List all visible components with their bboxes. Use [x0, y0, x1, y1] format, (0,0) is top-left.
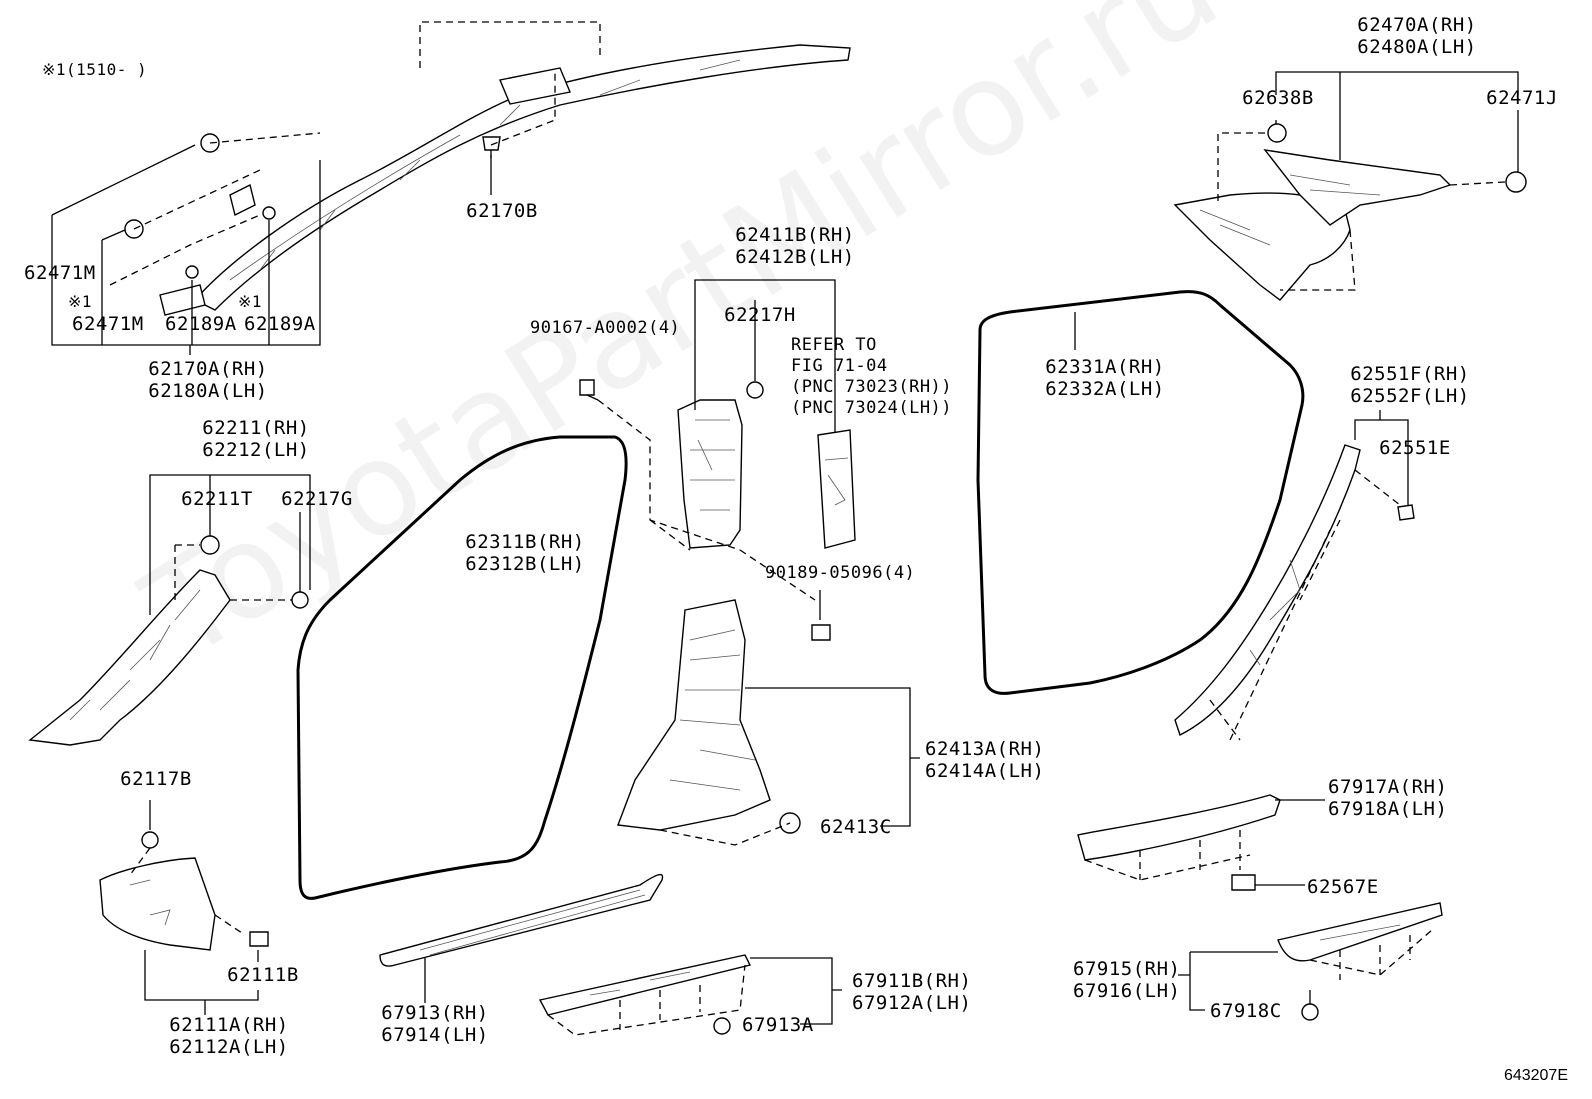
label-62552f[interactable]: 62552F(LH): [1350, 385, 1470, 407]
label-62217g[interactable]: 62217G: [281, 488, 353, 510]
label-62551e[interactable]: 62551E: [1379, 437, 1451, 459]
label-90189[interactable]: 90189-05096(4): [765, 563, 916, 583]
label-62413c[interactable]: 62413C: [820, 816, 892, 838]
center-pillar-lower-garnish[interactable]: [617, 599, 831, 834]
label-67916[interactable]: 67916(LH): [1073, 980, 1181, 1002]
rear-scuff-plate-outer[interactable]: [1277, 902, 1443, 962]
belt-anchor-cover[interactable]: [817, 429, 856, 549]
front-door-weatherstrip[interactable]: [296, 435, 628, 900]
label-67913[interactable]: 67913(RH): [381, 1002, 489, 1024]
label-62189a-a[interactable]: 62189A: [165, 313, 237, 335]
label-67917a[interactable]: 67917A(RH): [1328, 776, 1448, 798]
label-62471j[interactable]: 62471J: [1486, 87, 1558, 109]
label-62551f[interactable]: 62551F(RH): [1350, 363, 1470, 385]
cowl-side-trim[interactable]: [99, 831, 269, 951]
label-67918a[interactable]: 67918A(LH): [1328, 798, 1448, 820]
label-67915[interactable]: 67915(RH): [1073, 958, 1181, 980]
label-62471m-b[interactable]: 62471M: [72, 313, 144, 335]
label-62180a[interactable]: 62180A(LH): [148, 380, 268, 402]
refer-line-2[interactable]: FIG 71-04: [791, 356, 888, 376]
label-67911b[interactable]: 67911B(RH): [852, 970, 972, 992]
label-62170a[interactable]: 62170A(RH): [148, 358, 268, 380]
clip-62567e[interactable]: [1231, 874, 1256, 891]
roof-side-garnish-rear[interactable]: [1174, 444, 1415, 736]
label-62212[interactable]: 62212(LH): [202, 439, 310, 461]
label-67912a[interactable]: 67912A(LH): [852, 992, 972, 1014]
front-pillar-garnish[interactable]: [28, 535, 309, 746]
label-62112a[interactable]: 62112A(LH): [169, 1036, 289, 1058]
quarter-pillar-garnish[interactable]: [1173, 123, 1527, 301]
label-62480a[interactable]: 62480A(LH): [1357, 36, 1477, 58]
label-62413a[interactable]: 62413A(RH): [925, 738, 1045, 760]
label-67914[interactable]: 67914(LH): [381, 1024, 489, 1046]
rear-door-weatherstrip[interactable]: [976, 290, 1305, 695]
refer-line-1: REFER TO: [791, 335, 877, 355]
label-62217h[interactable]: 62217H: [724, 304, 796, 326]
label-62412b[interactable]: 62412B(LH): [735, 246, 855, 268]
label-62331a[interactable]: 62331A(RH): [1045, 356, 1165, 378]
bolt-62170b[interactable]: [482, 136, 501, 158]
refer-line-3: (PNC 73023(RH)): [791, 377, 953, 397]
label-62471m-a[interactable]: 62471M: [24, 262, 96, 284]
label-62312b[interactable]: 62312B(LH): [465, 553, 585, 575]
asterisk-marker-2: ※1: [238, 292, 263, 311]
rear-scuff-plate-inner[interactable]: [1077, 794, 1281, 861]
asterisk-marker-1: ※1: [68, 292, 93, 311]
bracket-62189a[interactable]: [185, 206, 276, 279]
label-62414a[interactable]: 62414A(LH): [925, 760, 1045, 782]
label-62567e[interactable]: 62567E: [1307, 876, 1379, 898]
note-marker: ※1(1510- ): [42, 60, 148, 79]
label-62117b[interactable]: 62117B: [120, 768, 192, 790]
curtain-airbag-assembly[interactable]: [159, 44, 851, 316]
label-62470a[interactable]: 62470A(RH): [1357, 14, 1477, 36]
label-62111a[interactable]: 62111A(RH): [169, 1014, 289, 1036]
front-scuff-plate-outer[interactable]: [538, 954, 752, 1016]
label-90167[interactable]: 90167-A0002(4): [530, 318, 681, 338]
label-62311b[interactable]: 62311B(RH): [465, 531, 585, 553]
label-62189a-b[interactable]: 62189A: [244, 313, 316, 335]
refer-line-4: (PNC 73024(LH)): [791, 398, 953, 418]
label-62211t[interactable]: 62211T: [181, 488, 253, 510]
front-scuff-plate-inner[interactable]: [379, 873, 664, 967]
center-pillar-upper-garnish[interactable]: [579, 379, 764, 549]
label-62211[interactable]: 62211(RH): [202, 417, 310, 439]
label-62170b[interactable]: 62170B: [466, 200, 538, 222]
label-67913a[interactable]: 67913A: [742, 1014, 814, 1036]
label-62411b[interactable]: 62411B(RH): [735, 224, 855, 246]
label-62111b[interactable]: 62111B: [227, 964, 299, 986]
label-62638b[interactable]: 62638B: [1242, 87, 1314, 109]
clip-62471m[interactable]: [124, 133, 220, 239]
diagram-code: 643207E: [1503, 1067, 1568, 1084]
label-67918c[interactable]: 67918C: [1210, 1000, 1282, 1022]
label-62332a[interactable]: 62332A(LH): [1045, 378, 1165, 400]
